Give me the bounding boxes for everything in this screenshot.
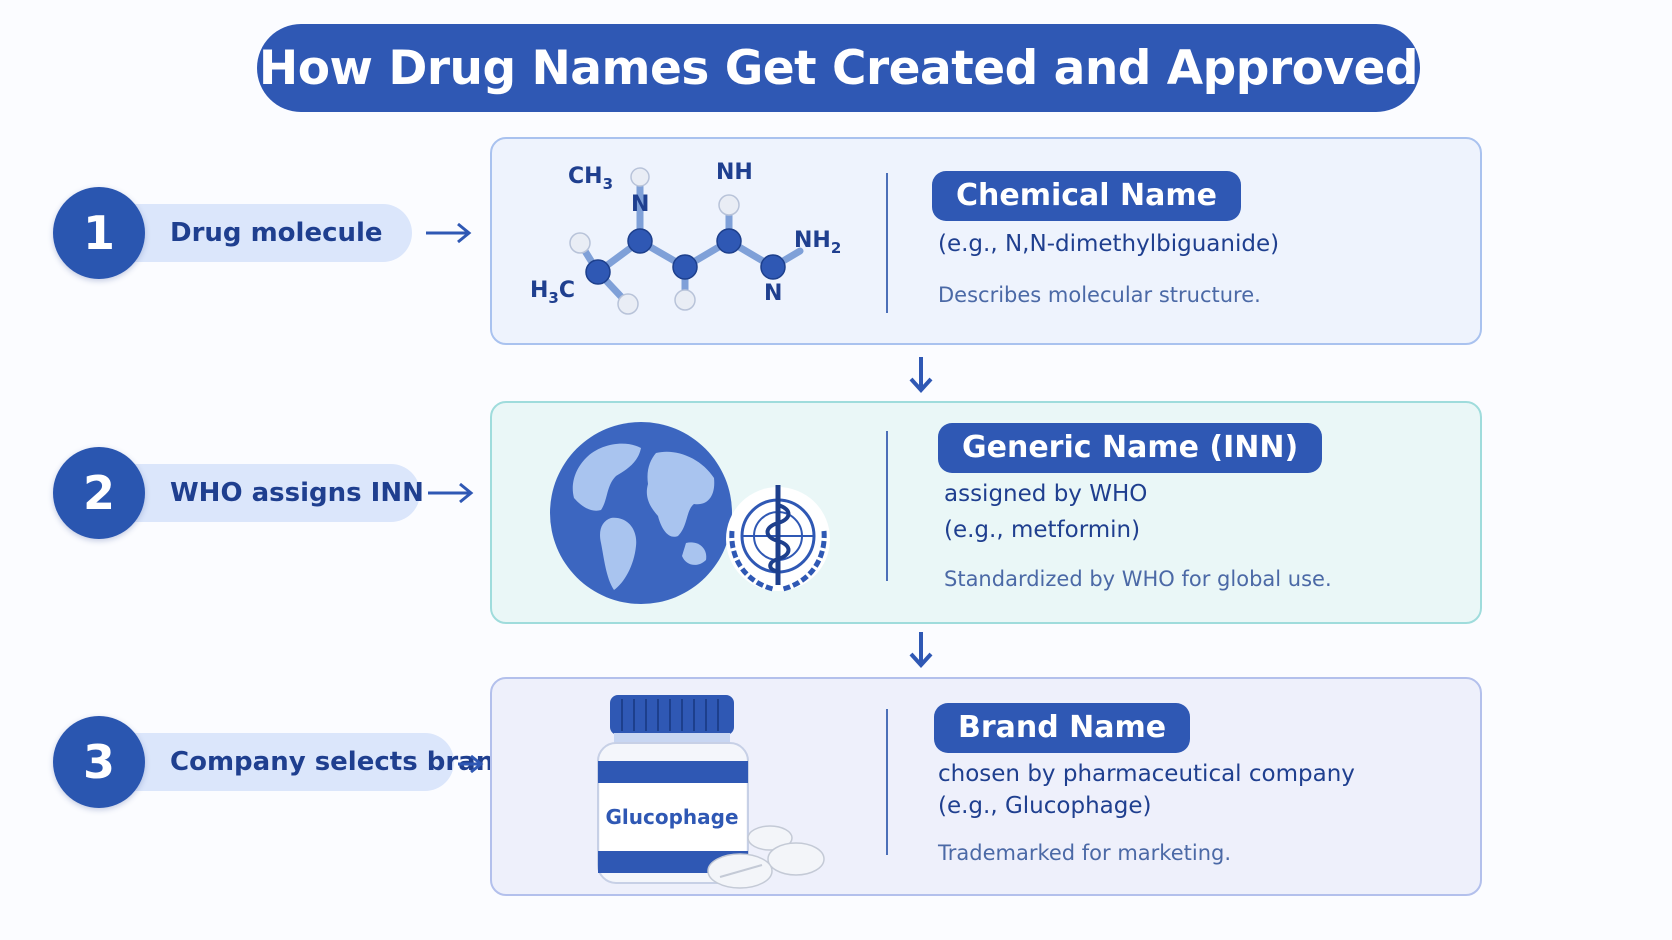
step-1-label: Drug molecule bbox=[170, 218, 383, 248]
step-2-number: 2 bbox=[53, 447, 145, 539]
atom-label-nh2: NH2 bbox=[794, 228, 841, 257]
molecule-icon: CH3 N NH NH2 H3C N bbox=[530, 160, 841, 315]
chemical-name-badge: Chemical Name bbox=[932, 171, 1241, 221]
right-arrow-icon bbox=[426, 222, 472, 244]
generic-name-note: Standardized by WHO for global use. bbox=[944, 567, 1332, 591]
step-3-label: Company selects brand bbox=[170, 747, 513, 777]
brand-name-line1: chosen by pharmaceutical company bbox=[938, 761, 1355, 787]
brand-name-badge: Brand Name bbox=[934, 703, 1191, 753]
card-divider bbox=[886, 431, 888, 581]
chemical-name-note: Describes molecular structure. bbox=[938, 283, 1261, 307]
atom-label-h3c: H3C bbox=[530, 278, 575, 307]
right-arrow-icon bbox=[428, 482, 474, 504]
pill-bottle-icon: Glucophage bbox=[597, 695, 825, 889]
atom-label-nh: NH bbox=[716, 160, 753, 185]
atom-label-ch3: CH3 bbox=[568, 164, 613, 193]
down-arrow-icon bbox=[909, 632, 933, 668]
generic-name-example: (e.g., metformin) bbox=[944, 517, 1141, 543]
chemical-name-example: (e.g., N,N-dimethylbiguanide) bbox=[938, 231, 1280, 257]
atom-label-n-bottom: N bbox=[764, 281, 782, 306]
step-3-number: 3 bbox=[53, 716, 145, 808]
card-divider bbox=[886, 173, 888, 313]
generic-name-badge: Generic Name (INN) bbox=[938, 423, 1323, 473]
chemical-name-card: CH3 N NH NH2 H3C N Chemical Name (e.g., … bbox=[490, 137, 1482, 345]
generic-name-card: Generic Name (INN) assigned by WHO (e.g.… bbox=[490, 401, 1482, 624]
globe-icon bbox=[550, 422, 732, 604]
step-2-label: WHO assigns INN bbox=[170, 478, 424, 508]
brand-name-note: Trademarked for marketing. bbox=[938, 841, 1232, 865]
bottle-label: Glucophage bbox=[605, 805, 738, 829]
card-divider bbox=[886, 709, 888, 855]
who-emblem-icon bbox=[726, 485, 830, 592]
atom-label-n-top: N bbox=[631, 192, 649, 217]
brand-name-example: (e.g., Glucophage) bbox=[938, 793, 1152, 819]
page-title: How Drug Names Get Created and Approved bbox=[257, 24, 1420, 112]
down-arrow-icon bbox=[909, 357, 933, 393]
brand-name-card: Glucophage Brand Name chosen by pharmace… bbox=[490, 677, 1482, 896]
generic-name-line1: assigned by WHO bbox=[944, 481, 1148, 507]
right-arrow-icon bbox=[458, 754, 484, 774]
step-1-number: 1 bbox=[53, 187, 145, 279]
